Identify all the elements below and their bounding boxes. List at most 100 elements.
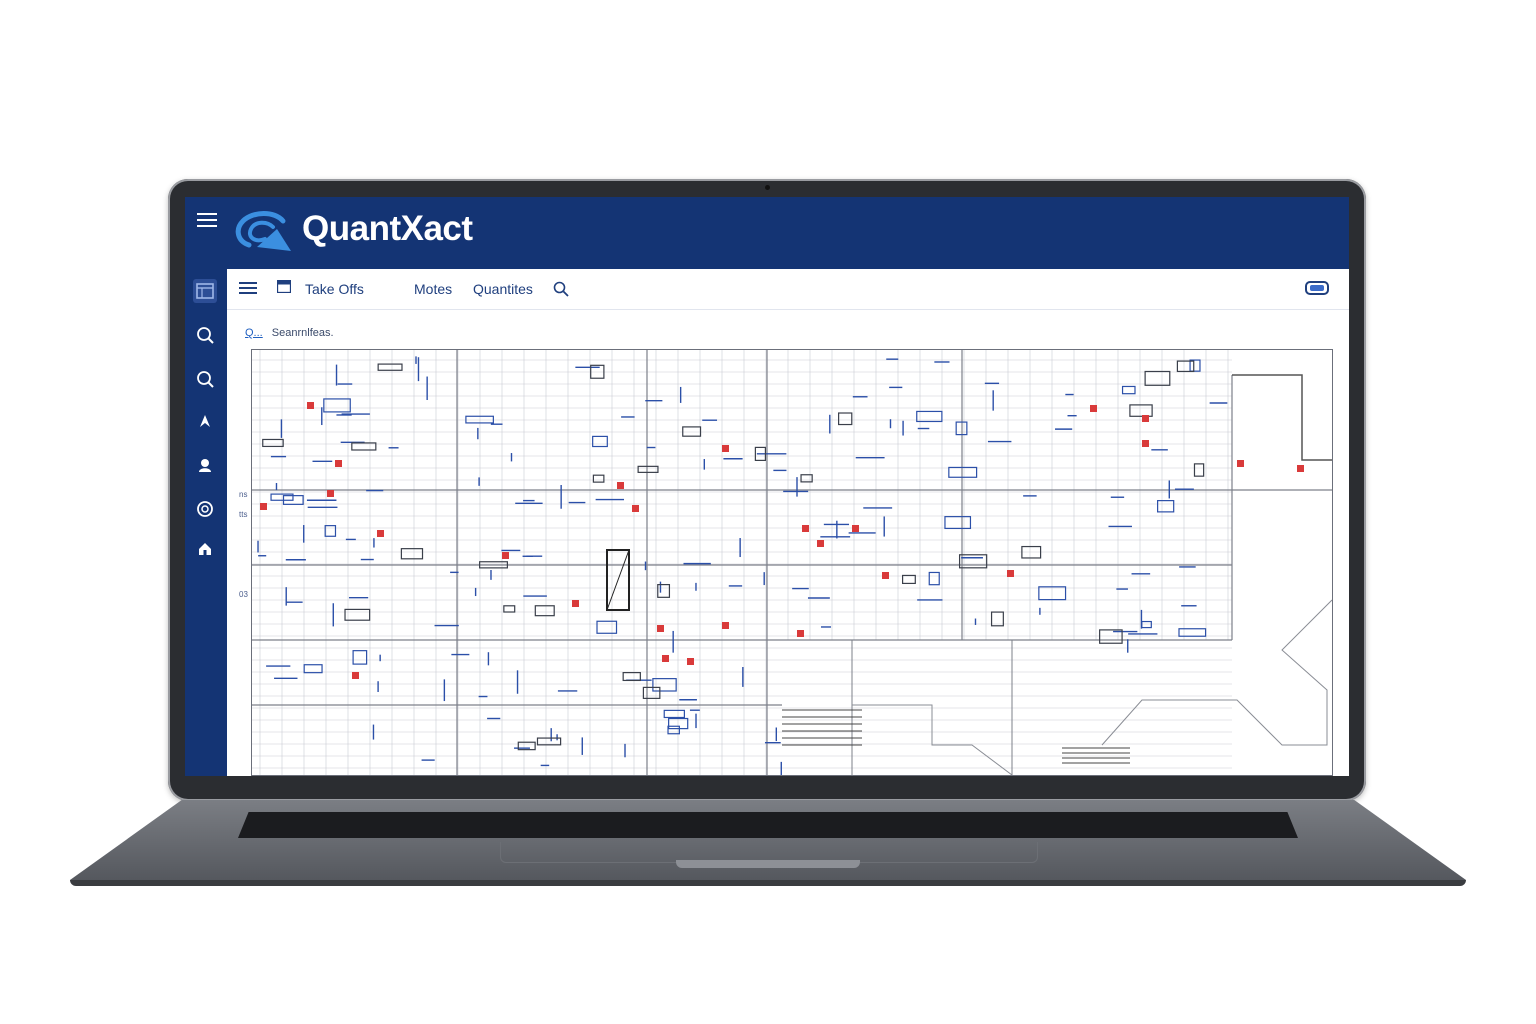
fixture-box <box>590 364 605 379</box>
sidebar-item-user[interactable] <box>193 453 217 477</box>
sidebar-item-markup[interactable] <box>193 409 217 433</box>
view-toggle[interactable] <box>1305 281 1329 295</box>
hamburger-menu-icon[interactable] <box>197 213 217 229</box>
takeoff-icon <box>277 280 291 293</box>
fixture-box <box>1189 359 1201 372</box>
fixture-box <box>1038 586 1067 601</box>
sidebar-item-find[interactable] <box>193 367 217 391</box>
red-markup <box>632 505 639 512</box>
fixture-box <box>1099 629 1123 644</box>
fixture-box <box>990 611 1004 627</box>
fixture-box <box>517 741 536 751</box>
fixture-box <box>642 686 661 699</box>
fixture-box <box>1129 404 1153 417</box>
fixture-box <box>754 446 767 461</box>
fixture-box <box>479 561 508 569</box>
fixture-box <box>303 664 323 674</box>
fixture-box <box>667 725 680 735</box>
red-markup <box>260 503 267 510</box>
takeoff-drawing-canvas[interactable] <box>251 349 1333 776</box>
app-title: QuantXact <box>302 209 473 248</box>
left-sidebar <box>185 269 227 776</box>
shaft-box <box>606 549 630 611</box>
pin-icon <box>200 415 210 427</box>
fixture-box <box>262 438 284 448</box>
red-markup <box>327 490 334 497</box>
fixture-box <box>324 525 337 537</box>
fixture-box <box>1178 628 1207 637</box>
fixture-box <box>637 465 659 473</box>
fixture-box <box>534 605 555 617</box>
tab-notes[interactable]: Motes <box>414 281 453 297</box>
tab-quantities[interactable]: Quantites <box>473 281 533 297</box>
laptop-bezel-chin <box>168 776 1366 801</box>
laptop-lid: QuantXact <box>168 179 1366 801</box>
fixture-box <box>838 412 853 426</box>
floor-plan-drawing <box>252 350 1332 775</box>
layout-icon <box>196 283 214 299</box>
red-markup <box>662 655 669 662</box>
zoom-icon <box>197 501 213 517</box>
fixture-box <box>800 474 813 483</box>
app-screen: QuantXact <box>185 197 1349 776</box>
fixture-box <box>465 415 494 424</box>
fixture-box <box>1121 385 1136 395</box>
red-markup <box>1237 460 1244 467</box>
fixture-box <box>1021 545 1042 559</box>
fixture-box <box>955 421 968 436</box>
laptop-base <box>70 800 1466 886</box>
sidebar-item-home[interactable] <box>193 537 217 561</box>
red-markup <box>502 552 509 559</box>
fixture-box <box>344 608 371 621</box>
red-markup <box>802 525 809 532</box>
fixture-box <box>928 571 940 586</box>
fixture-box <box>652 678 677 692</box>
fixture-box <box>352 650 368 665</box>
outline-wall <box>1101 599 1332 746</box>
list-menu-icon[interactable] <box>239 281 257 295</box>
sidebar-item-zoom[interactable] <box>193 497 217 521</box>
shaft-cross <box>606 549 630 611</box>
fixture-box <box>400 548 424 560</box>
sidebar-item-layout[interactable] <box>193 279 217 303</box>
lid-notch <box>676 860 860 868</box>
edge-mark: tts <box>239 510 248 519</box>
red-markup <box>722 622 729 629</box>
fixture-box <box>948 466 978 478</box>
fixture-box <box>657 583 671 598</box>
edge-mark: ns <box>239 490 248 499</box>
fixture-box <box>1157 500 1175 513</box>
search-icon <box>197 371 214 388</box>
fixture-box <box>1144 370 1171 386</box>
red-markup <box>882 572 889 579</box>
red-markup <box>1297 465 1304 472</box>
fixture-box <box>682 426 702 437</box>
red-markup <box>657 625 664 632</box>
user-icon <box>199 459 211 472</box>
quantxact-logo-icon <box>235 211 291 251</box>
fixture-box <box>901 574 916 585</box>
keyboard <box>238 812 1298 838</box>
edge-mark: 03 <box>239 590 248 599</box>
red-markup <box>572 600 579 607</box>
red-markup <box>352 672 359 679</box>
red-markup <box>307 402 314 409</box>
fixture-box <box>1141 620 1152 629</box>
fixture-box <box>592 435 608 448</box>
search-icon <box>197 327 214 344</box>
fixture-box <box>270 493 294 501</box>
red-markup <box>1142 440 1149 447</box>
red-markup <box>617 482 624 489</box>
app-header: QuantXact <box>185 197 1349 269</box>
red-markup <box>1090 405 1097 412</box>
wall-line <box>1232 374 1332 461</box>
breadcrumb-current[interactable]: Q... <box>245 327 263 339</box>
home-icon <box>199 543 211 555</box>
search-icon[interactable] <box>553 281 569 297</box>
fixture-box <box>377 363 403 371</box>
tab-take-offs[interactable]: Take Offs <box>305 281 364 297</box>
fixture-box <box>323 398 351 413</box>
fixture-box <box>916 410 943 423</box>
sidebar-item-search[interactable] <box>193 323 217 347</box>
fixture-box <box>622 672 641 682</box>
